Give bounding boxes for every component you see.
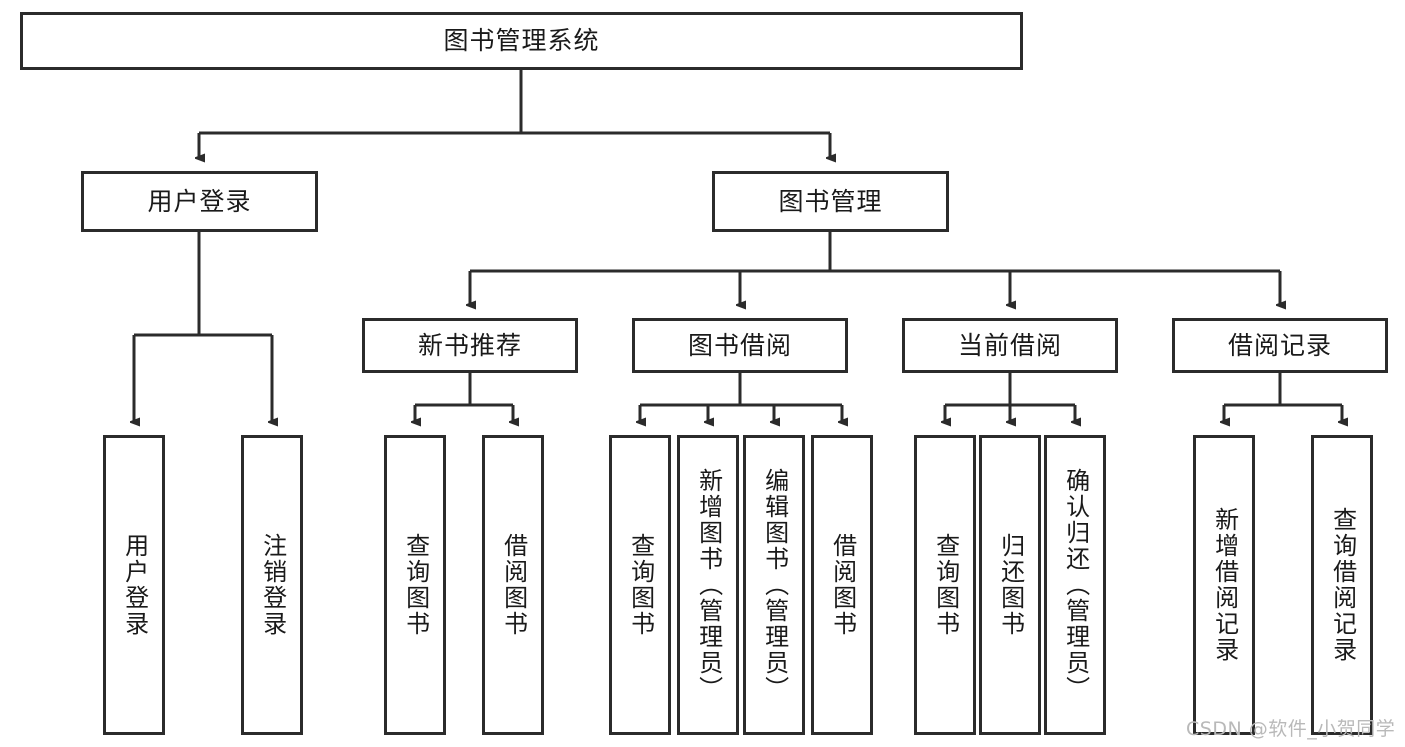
node-new-book-recommend[interactable]: 新书推荐 (362, 318, 578, 373)
node-borrow-record[interactable]: 借阅记录 (1172, 318, 1388, 373)
leaf-borrow-record-query[interactable]: 查询借阅记录 (1311, 435, 1373, 735)
node-user-login[interactable]: 用户登录 (81, 171, 318, 232)
leaf-current-borrow-return[interactable]: 归还图书 (979, 435, 1041, 735)
leaf-user-login-logout[interactable]: 注销登录 (241, 435, 303, 735)
node-book-management[interactable]: 图书管理 (712, 171, 949, 232)
leaf-new-book-query[interactable]: 查询图书 (384, 435, 446, 735)
node-book-borrow[interactable]: 图书借阅 (632, 318, 848, 373)
node-current-borrow[interactable]: 当前借阅 (902, 318, 1118, 373)
leaf-user-login-login[interactable]: 用户登录 (103, 435, 165, 735)
leaf-book-borrow-query[interactable]: 查询图书 (609, 435, 671, 735)
leaf-current-borrow-confirm-admin[interactable]: 确认归还（管理员） (1044, 435, 1106, 735)
leaf-book-borrow-edit-admin[interactable]: 编辑图书（管理员） (743, 435, 805, 735)
leaf-book-borrow-add-admin[interactable]: 新增图书（管理员） (677, 435, 739, 735)
leaf-borrow-record-add[interactable]: 新增借阅记录 (1193, 435, 1255, 735)
leaf-new-book-borrow[interactable]: 借阅图书 (482, 435, 544, 735)
leaf-book-borrow-borrow[interactable]: 借阅图书 (811, 435, 873, 735)
watermark-text: CSDN @软件_小贺同学 (1186, 718, 1396, 740)
leaf-current-borrow-query[interactable]: 查询图书 (914, 435, 976, 735)
node-root-system[interactable]: 图书管理系统 (20, 12, 1023, 70)
